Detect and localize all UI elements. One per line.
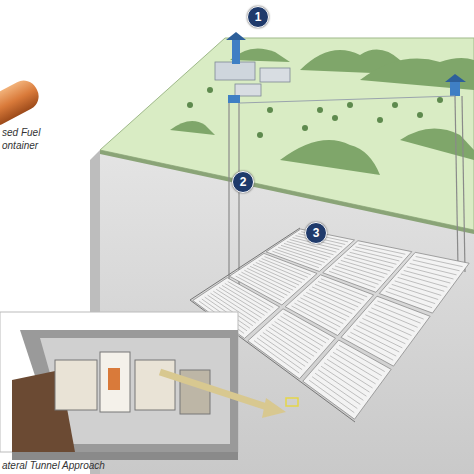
caption-label: sed Fuel ontainer <box>2 126 52 152</box>
surface-facility <box>215 32 466 103</box>
callout-number: 3 <box>305 222 327 244</box>
callout-text: 1 <box>255 10 262 24</box>
pointer-arrow-head <box>262 398 286 418</box>
highlight-box <box>286 398 298 406</box>
callout-number: 1 <box>247 6 269 28</box>
caption-label: ateral Tunnel Approach <box>2 459 202 472</box>
callout-text: 3 <box>313 226 320 240</box>
ground-surface <box>100 38 474 230</box>
ground-edge <box>100 150 474 234</box>
hills <box>170 48 474 175</box>
copper-container <box>0 76 44 131</box>
callout-number: 2 <box>232 171 254 193</box>
callout-text: 2 <box>240 175 247 189</box>
trees <box>187 87 443 138</box>
pointer-arrow <box>160 372 270 408</box>
